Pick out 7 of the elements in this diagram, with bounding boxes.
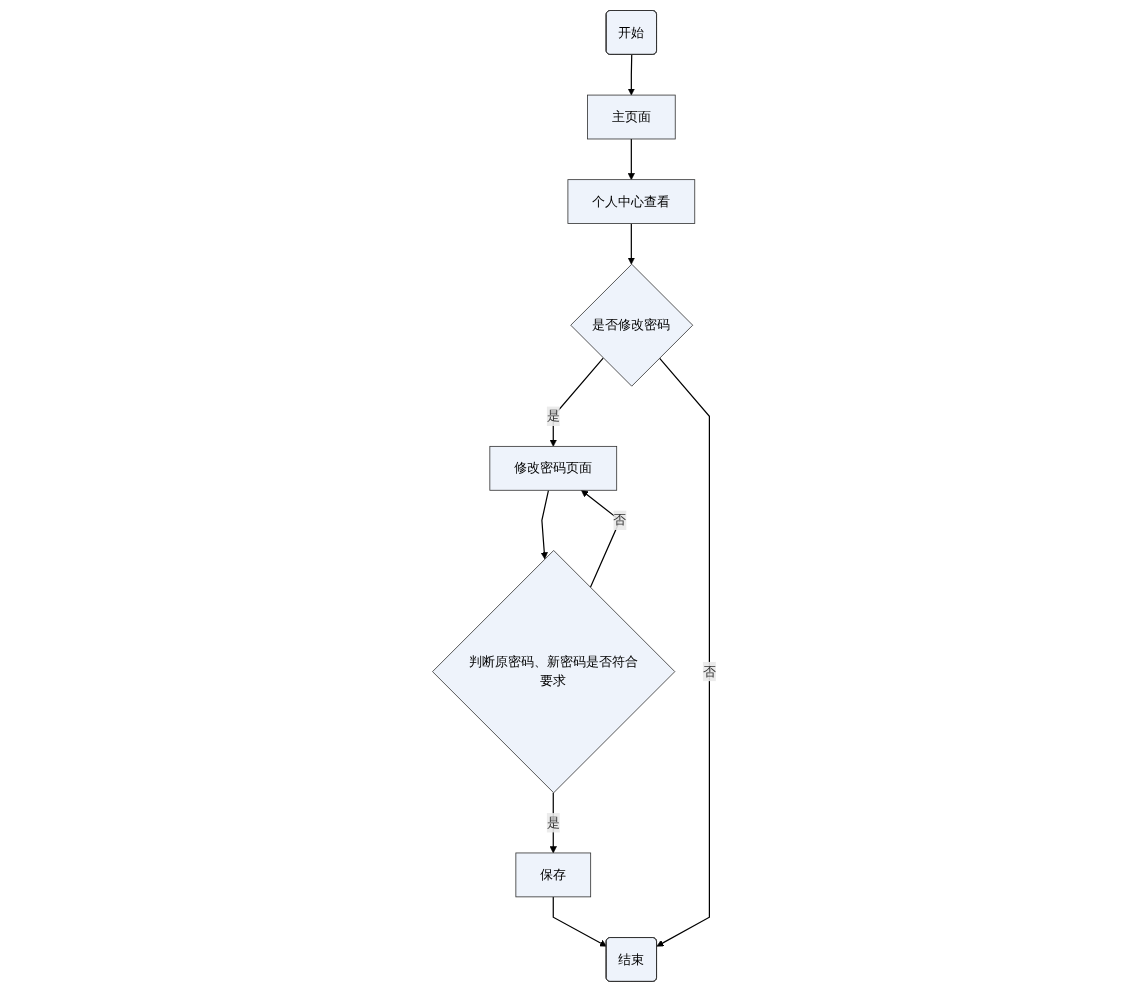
arrow — [540, 489, 549, 560]
arrow — [627, 54, 635, 96]
arrow — [627, 223, 635, 265]
arrow — [552, 896, 607, 947]
arrow — [580, 490, 621, 589]
arrow — [656, 357, 710, 947]
arrow — [627, 138, 635, 180]
